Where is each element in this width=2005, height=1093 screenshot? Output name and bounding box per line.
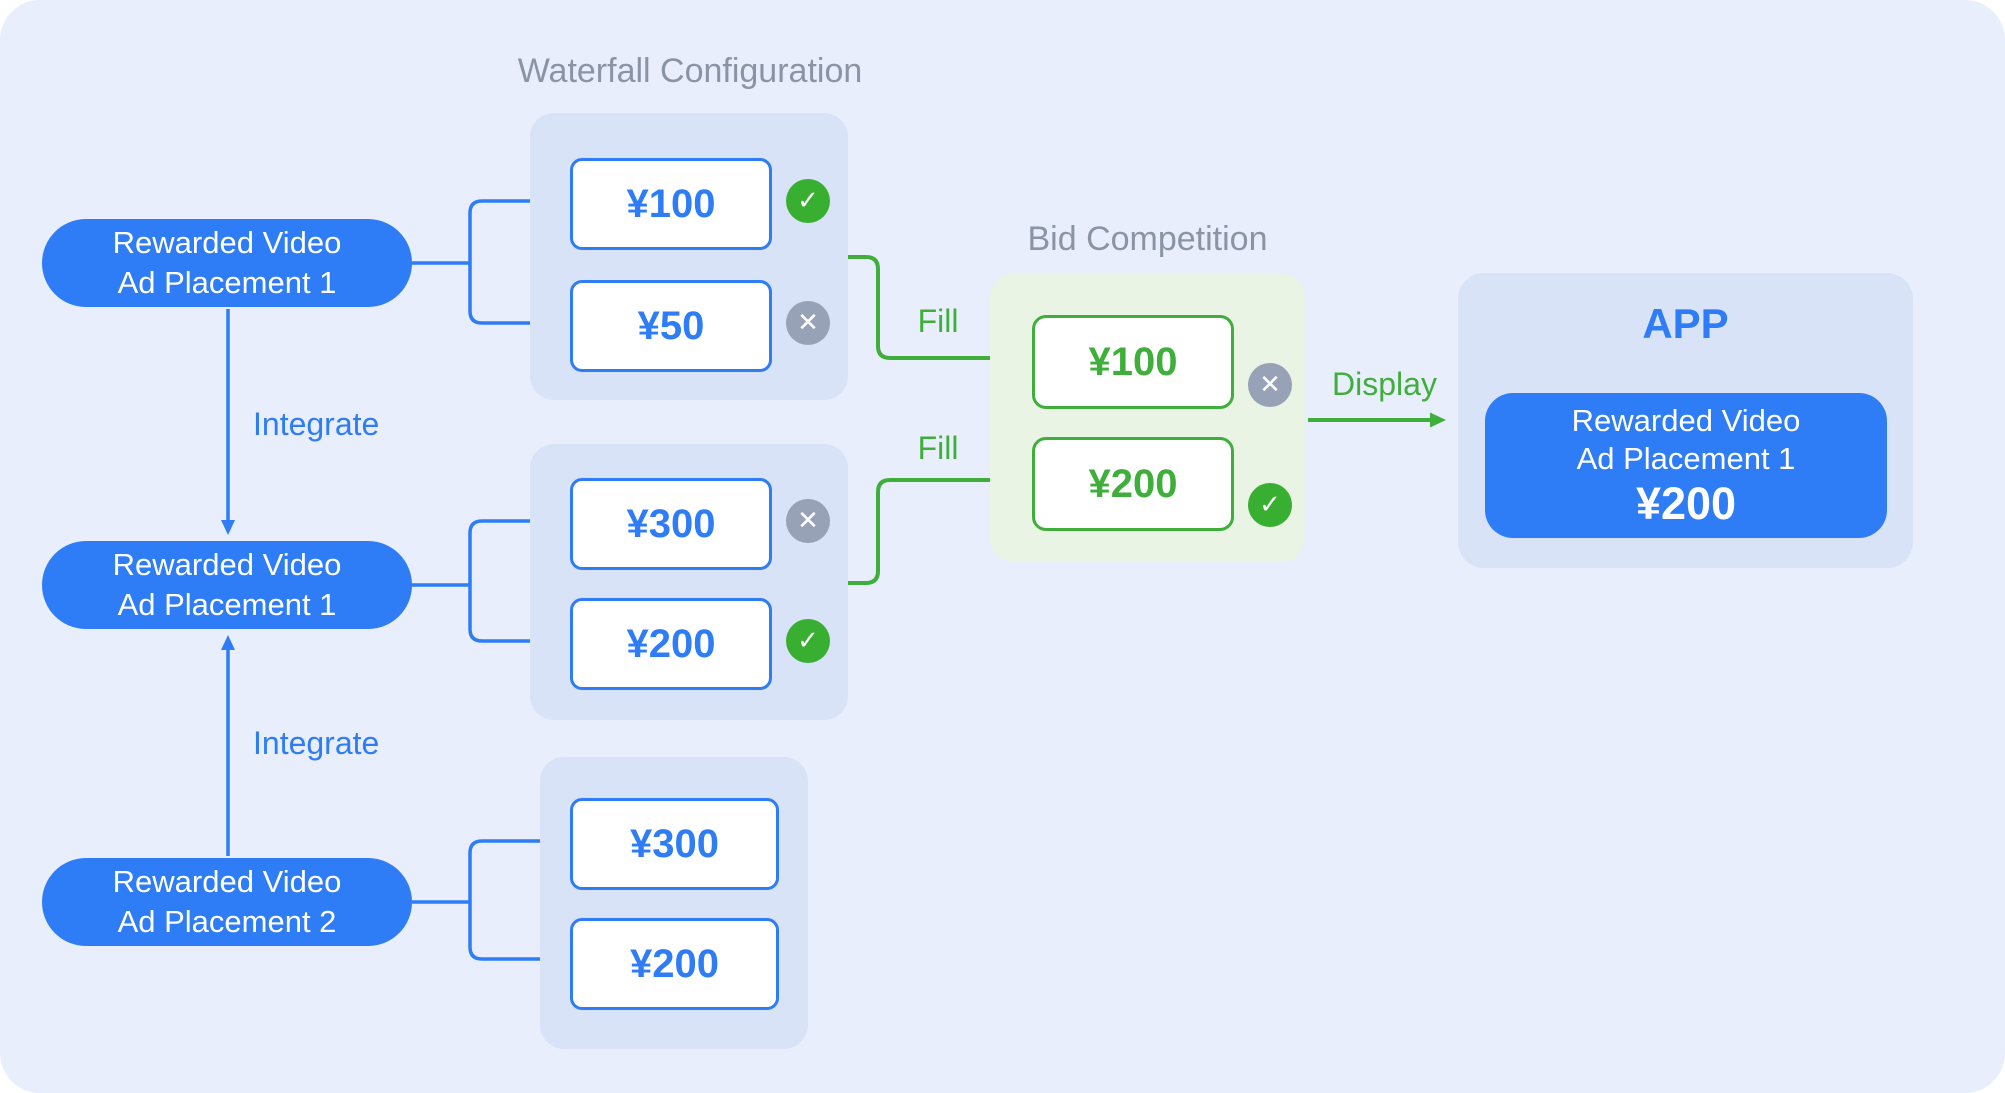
integrate-label-2: Integrate	[253, 725, 380, 761]
status-badge-icon: ✕	[786, 499, 830, 543]
waterfall-3-price-1: ¥300	[570, 798, 779, 890]
fill-wire-2	[848, 472, 1026, 585]
placement-pill-2-line2: Ad Placement 1	[117, 587, 337, 622]
placement-pill-3: Rewarded Video Ad Placement 2	[42, 858, 412, 946]
app-ad-line1: Rewarded Video	[1571, 402, 1801, 438]
bid-price-2: ¥200	[1032, 437, 1234, 531]
placement-pill-3-line2: Ad Placement 2	[117, 904, 337, 939]
app-title: APP	[1642, 300, 1729, 347]
wire-pill2-branch-top	[468, 514, 565, 585]
app-ad-card: Rewarded Video Ad Placement 1 ¥200	[1485, 393, 1887, 538]
status-badge-icon: ✓	[786, 179, 830, 223]
waterfall-section-title: Waterfall Configuration	[517, 52, 863, 90]
fill-wire-1	[848, 255, 1026, 366]
placement-pill-2-line1: Rewarded Video	[112, 547, 342, 582]
app-ad-line2: Ad Placement 1	[1576, 440, 1796, 476]
placement-pill-3-line1: Rewarded Video	[112, 864, 342, 899]
placement-pill-2: Rewarded Video Ad Placement 1	[42, 541, 412, 629]
waterfall-2-price-1: ¥300	[570, 478, 772, 570]
wire-pill1-branch-bottom	[468, 263, 565, 330]
waterfall-3-price-2: ¥200	[570, 918, 779, 1010]
waterfall-1-price-2: ¥50	[570, 280, 772, 372]
wire-pill1-branch-top	[468, 194, 565, 263]
app-ad-price: ¥200	[1635, 477, 1737, 529]
fill-label-2: Fill	[917, 430, 959, 466]
fill-label-1: Fill	[917, 303, 959, 339]
status-badge-icon: ✓	[1248, 483, 1292, 527]
bid-section-title: Bid Competition	[1027, 220, 1268, 258]
status-badge-icon: ✕	[1248, 363, 1292, 407]
status-badge-icon: ✕	[786, 301, 830, 345]
placement-pill-1-line1: Rewarded Video	[112, 225, 342, 260]
bid-price-1: ¥100	[1032, 315, 1234, 409]
wire-pill3-branch-bottom	[468, 902, 565, 966]
status-badge-icon: ✓	[786, 619, 830, 663]
integrate-label-1: Integrate	[253, 406, 380, 442]
wire-pill3-branch-top	[468, 834, 565, 902]
waterfall-1-price-1: ¥100	[570, 158, 772, 250]
placement-pill-1: Rewarded Video Ad Placement 1	[42, 219, 412, 307]
display-label: Display	[1332, 366, 1437, 402]
waterfall-2-price-2: ¥200	[570, 598, 772, 690]
wire-pill2-branch-bottom	[468, 585, 565, 648]
placement-pill-1-line2: Ad Placement 1	[117, 265, 337, 300]
